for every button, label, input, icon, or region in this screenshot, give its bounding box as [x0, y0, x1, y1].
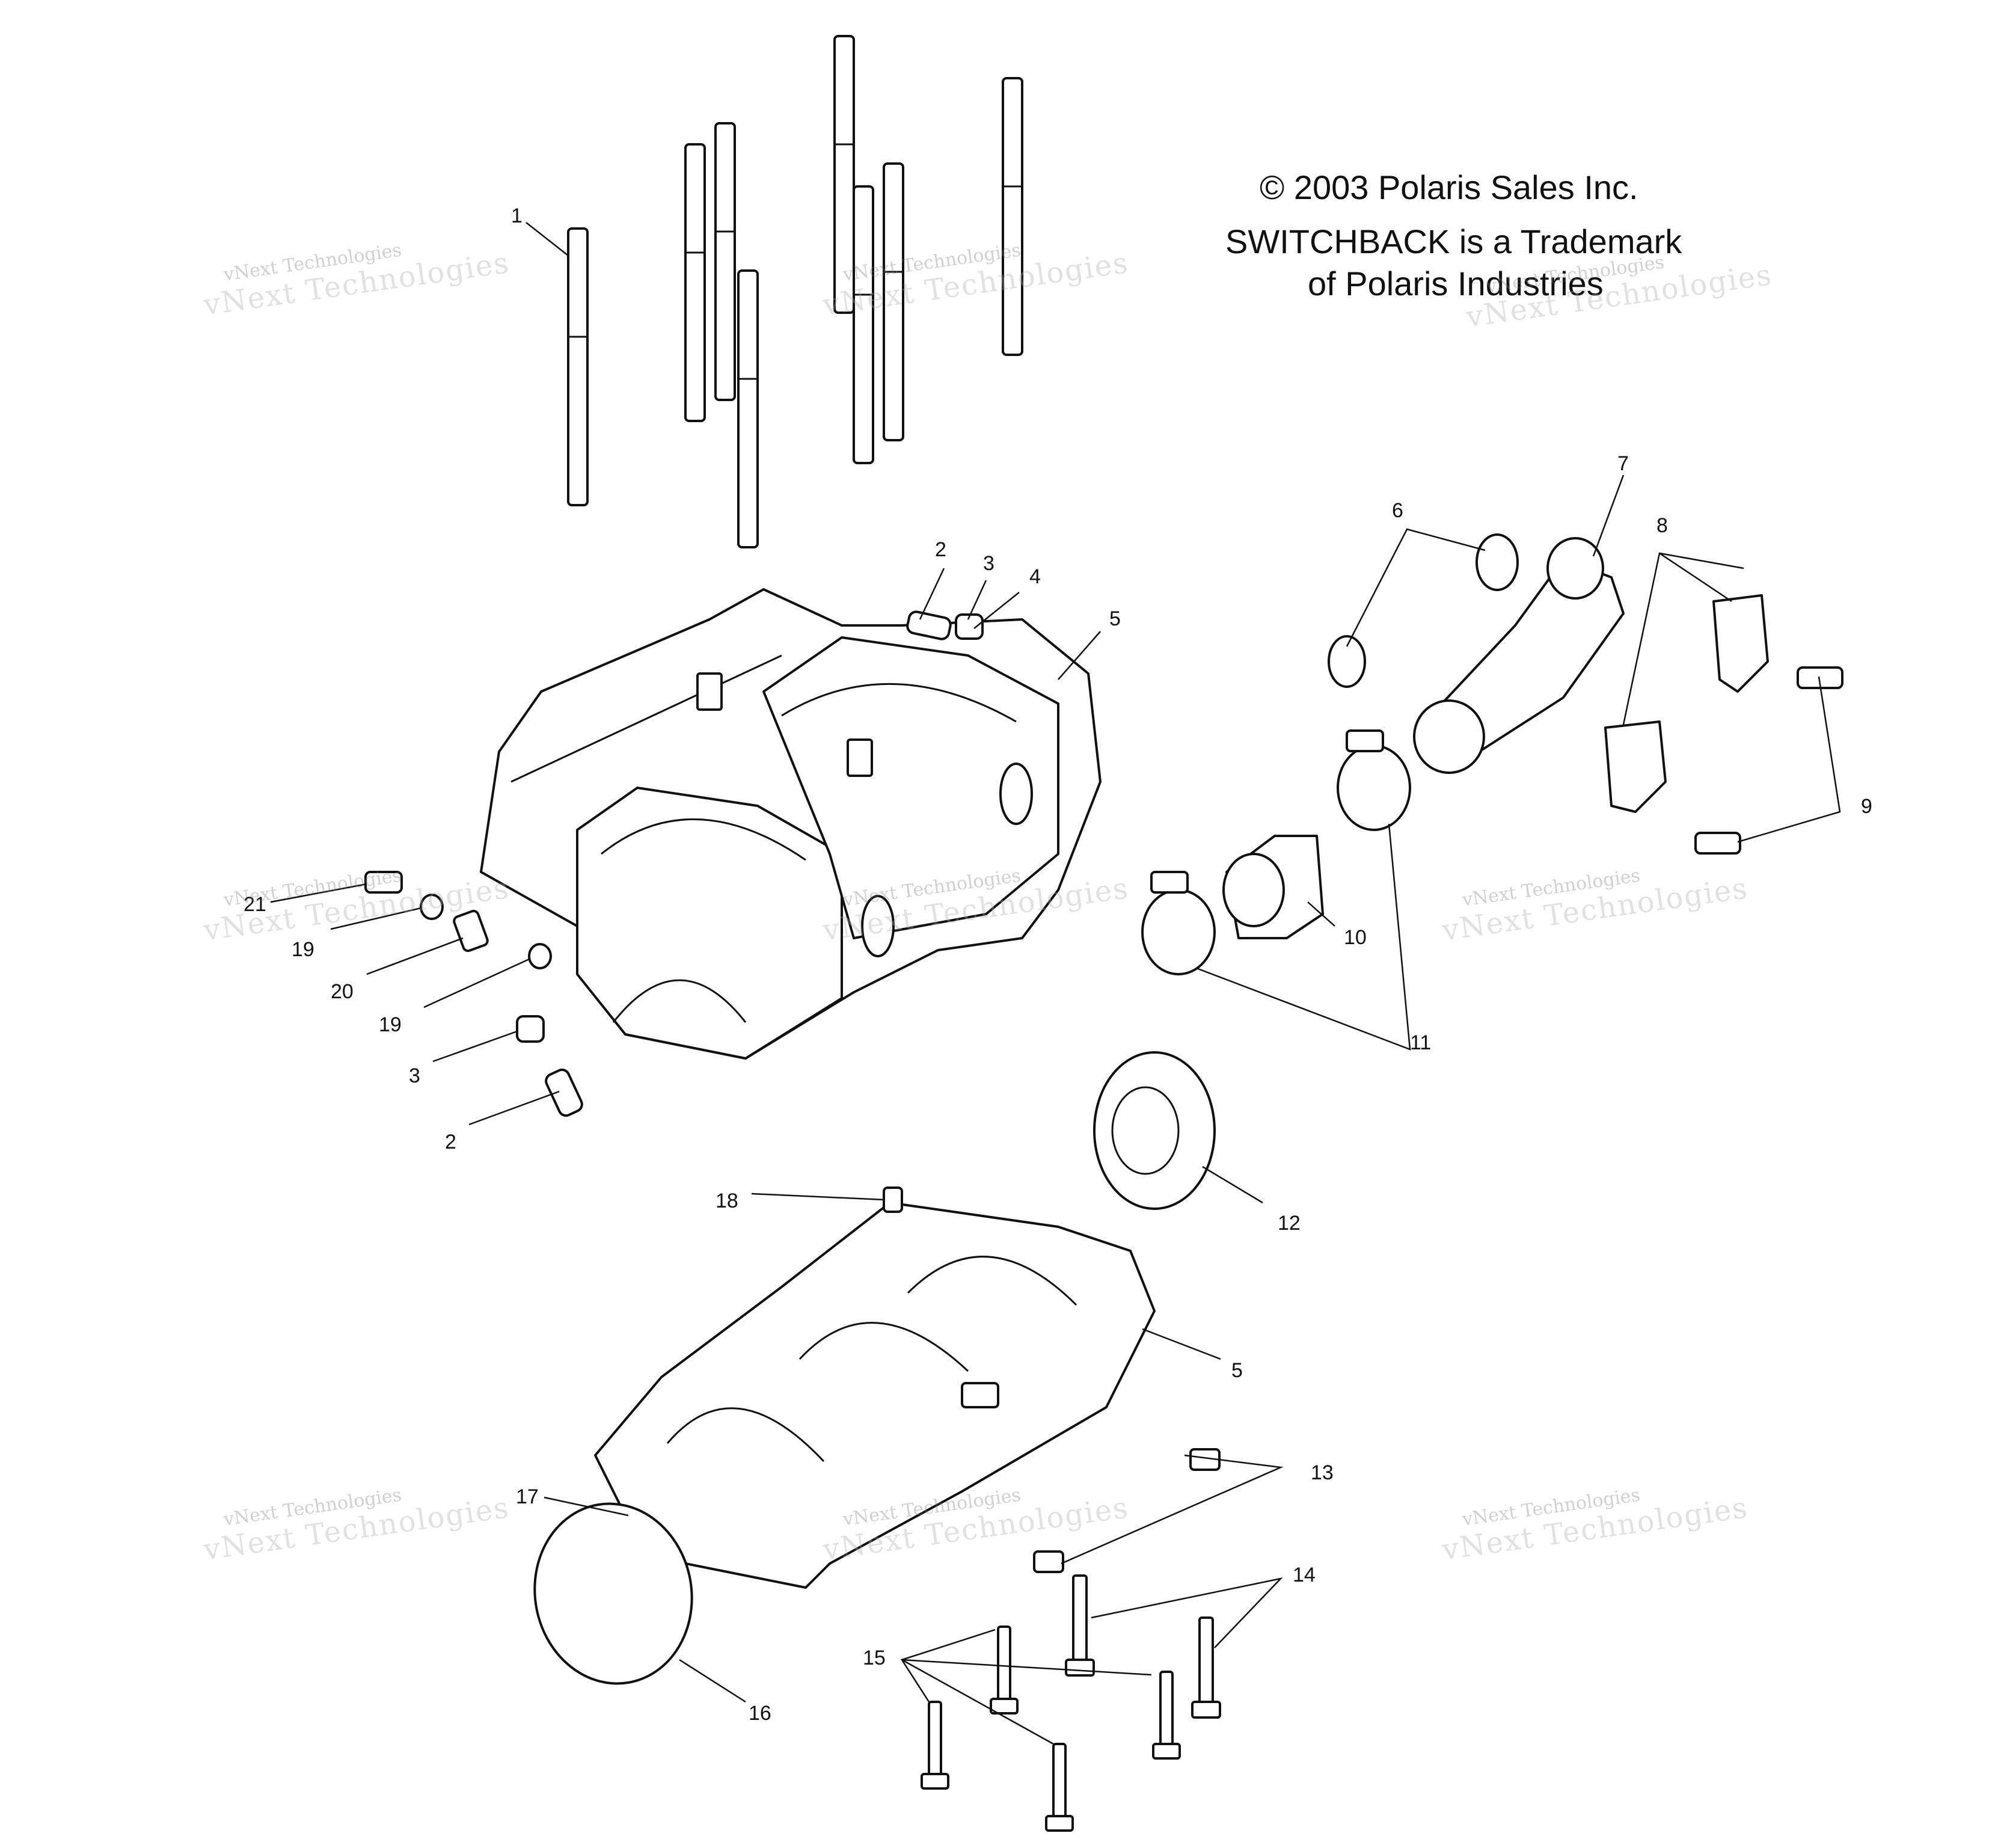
callout-18: 18 — [716, 1190, 738, 1212]
dowel-pin-upper — [906, 610, 952, 640]
callout-17: 17 — [516, 1485, 539, 1508]
bolt — [1045, 1743, 1074, 1832]
callout-6: 6 — [1392, 499, 1403, 522]
bracket-upper — [1712, 594, 1769, 693]
fitting-20 — [453, 909, 489, 953]
stud — [567, 227, 589, 506]
o-ring-upper — [1476, 533, 1519, 591]
bracket-lower — [1604, 720, 1667, 813]
dowel-pin-lower — [545, 1068, 583, 1117]
callout-5: 5 — [1109, 607, 1121, 630]
copyright-notice: © 2003 Polaris Sales Inc. — [1260, 168, 1638, 206]
stud — [853, 185, 874, 464]
trademark-line-1: SWITCHBACK is a Trademark — [1225, 223, 1682, 260]
bolt — [921, 1701, 949, 1790]
stud — [737, 269, 759, 548]
stud — [714, 122, 736, 401]
stud — [684, 143, 706, 422]
callout-21: 21 — [244, 893, 266, 916]
callout-2: 2 — [935, 538, 946, 561]
callout-3: 3 — [409, 1064, 420, 1087]
callout-labels: 1 2 3 4 5 6 7 8 9 10 11 21 19 20 19 3 2 … — [244, 204, 1872, 1725]
stud-group — [567, 35, 1023, 548]
callout-16: 16 — [749, 1702, 771, 1725]
callout-8: 8 — [1656, 514, 1668, 537]
callout-5: 5 — [1231, 1359, 1243, 1382]
stud — [883, 162, 904, 441]
stud — [1002, 77, 1023, 356]
o-ring-lower — [1328, 635, 1366, 688]
callout-12: 12 — [1278, 1212, 1301, 1235]
callout-9: 9 — [1861, 795, 1872, 818]
plug-lower — [1033, 1550, 1064, 1573]
crank-seal — [1093, 1051, 1216, 1210]
hose-clamp-upper — [1337, 729, 1411, 831]
washer-19b — [528, 943, 552, 969]
callout-3: 3 — [983, 552, 994, 575]
leader-lines — [270, 222, 1841, 1745]
callout-15: 15 — [863, 1647, 886, 1669]
callout-14: 14 — [1293, 1564, 1316, 1586]
bushing-lower — [516, 1015, 545, 1043]
bolt — [1191, 1616, 1221, 1719]
lower-crankcase — [594, 1186, 1156, 1589]
callout-13: 13 — [1311, 1461, 1334, 1484]
bolt — [1065, 1574, 1095, 1677]
upper-crankcase — [480, 588, 1102, 1060]
trademark-line-2: of Polaris Industries — [1308, 265, 1604, 302]
hose-coupler — [1222, 835, 1324, 939]
bushing-upper — [955, 613, 984, 640]
callout-20: 20 — [331, 980, 354, 1003]
bolt — [1152, 1671, 1181, 1760]
water-outlet-elbow — [1413, 537, 1625, 774]
stud — [833, 35, 855, 314]
plug-21 — [364, 871, 403, 894]
callout-19: 19 — [379, 1013, 402, 1036]
washer-19a — [420, 894, 444, 920]
screw-lower — [1694, 832, 1741, 855]
callout-19: 19 — [292, 938, 314, 961]
bolt — [990, 1625, 1019, 1714]
callout-2: 2 — [445, 1131, 456, 1153]
callout-1: 1 — [511, 204, 522, 227]
callout-10: 10 — [1344, 926, 1367, 949]
callout-11: 11 — [1410, 1031, 1431, 1054]
retaining-ring — [533, 1502, 693, 1685]
callout-4: 4 — [1029, 565, 1041, 588]
hose-clamp-lower — [1141, 871, 1216, 975]
callout-7: 7 — [1617, 452, 1629, 475]
